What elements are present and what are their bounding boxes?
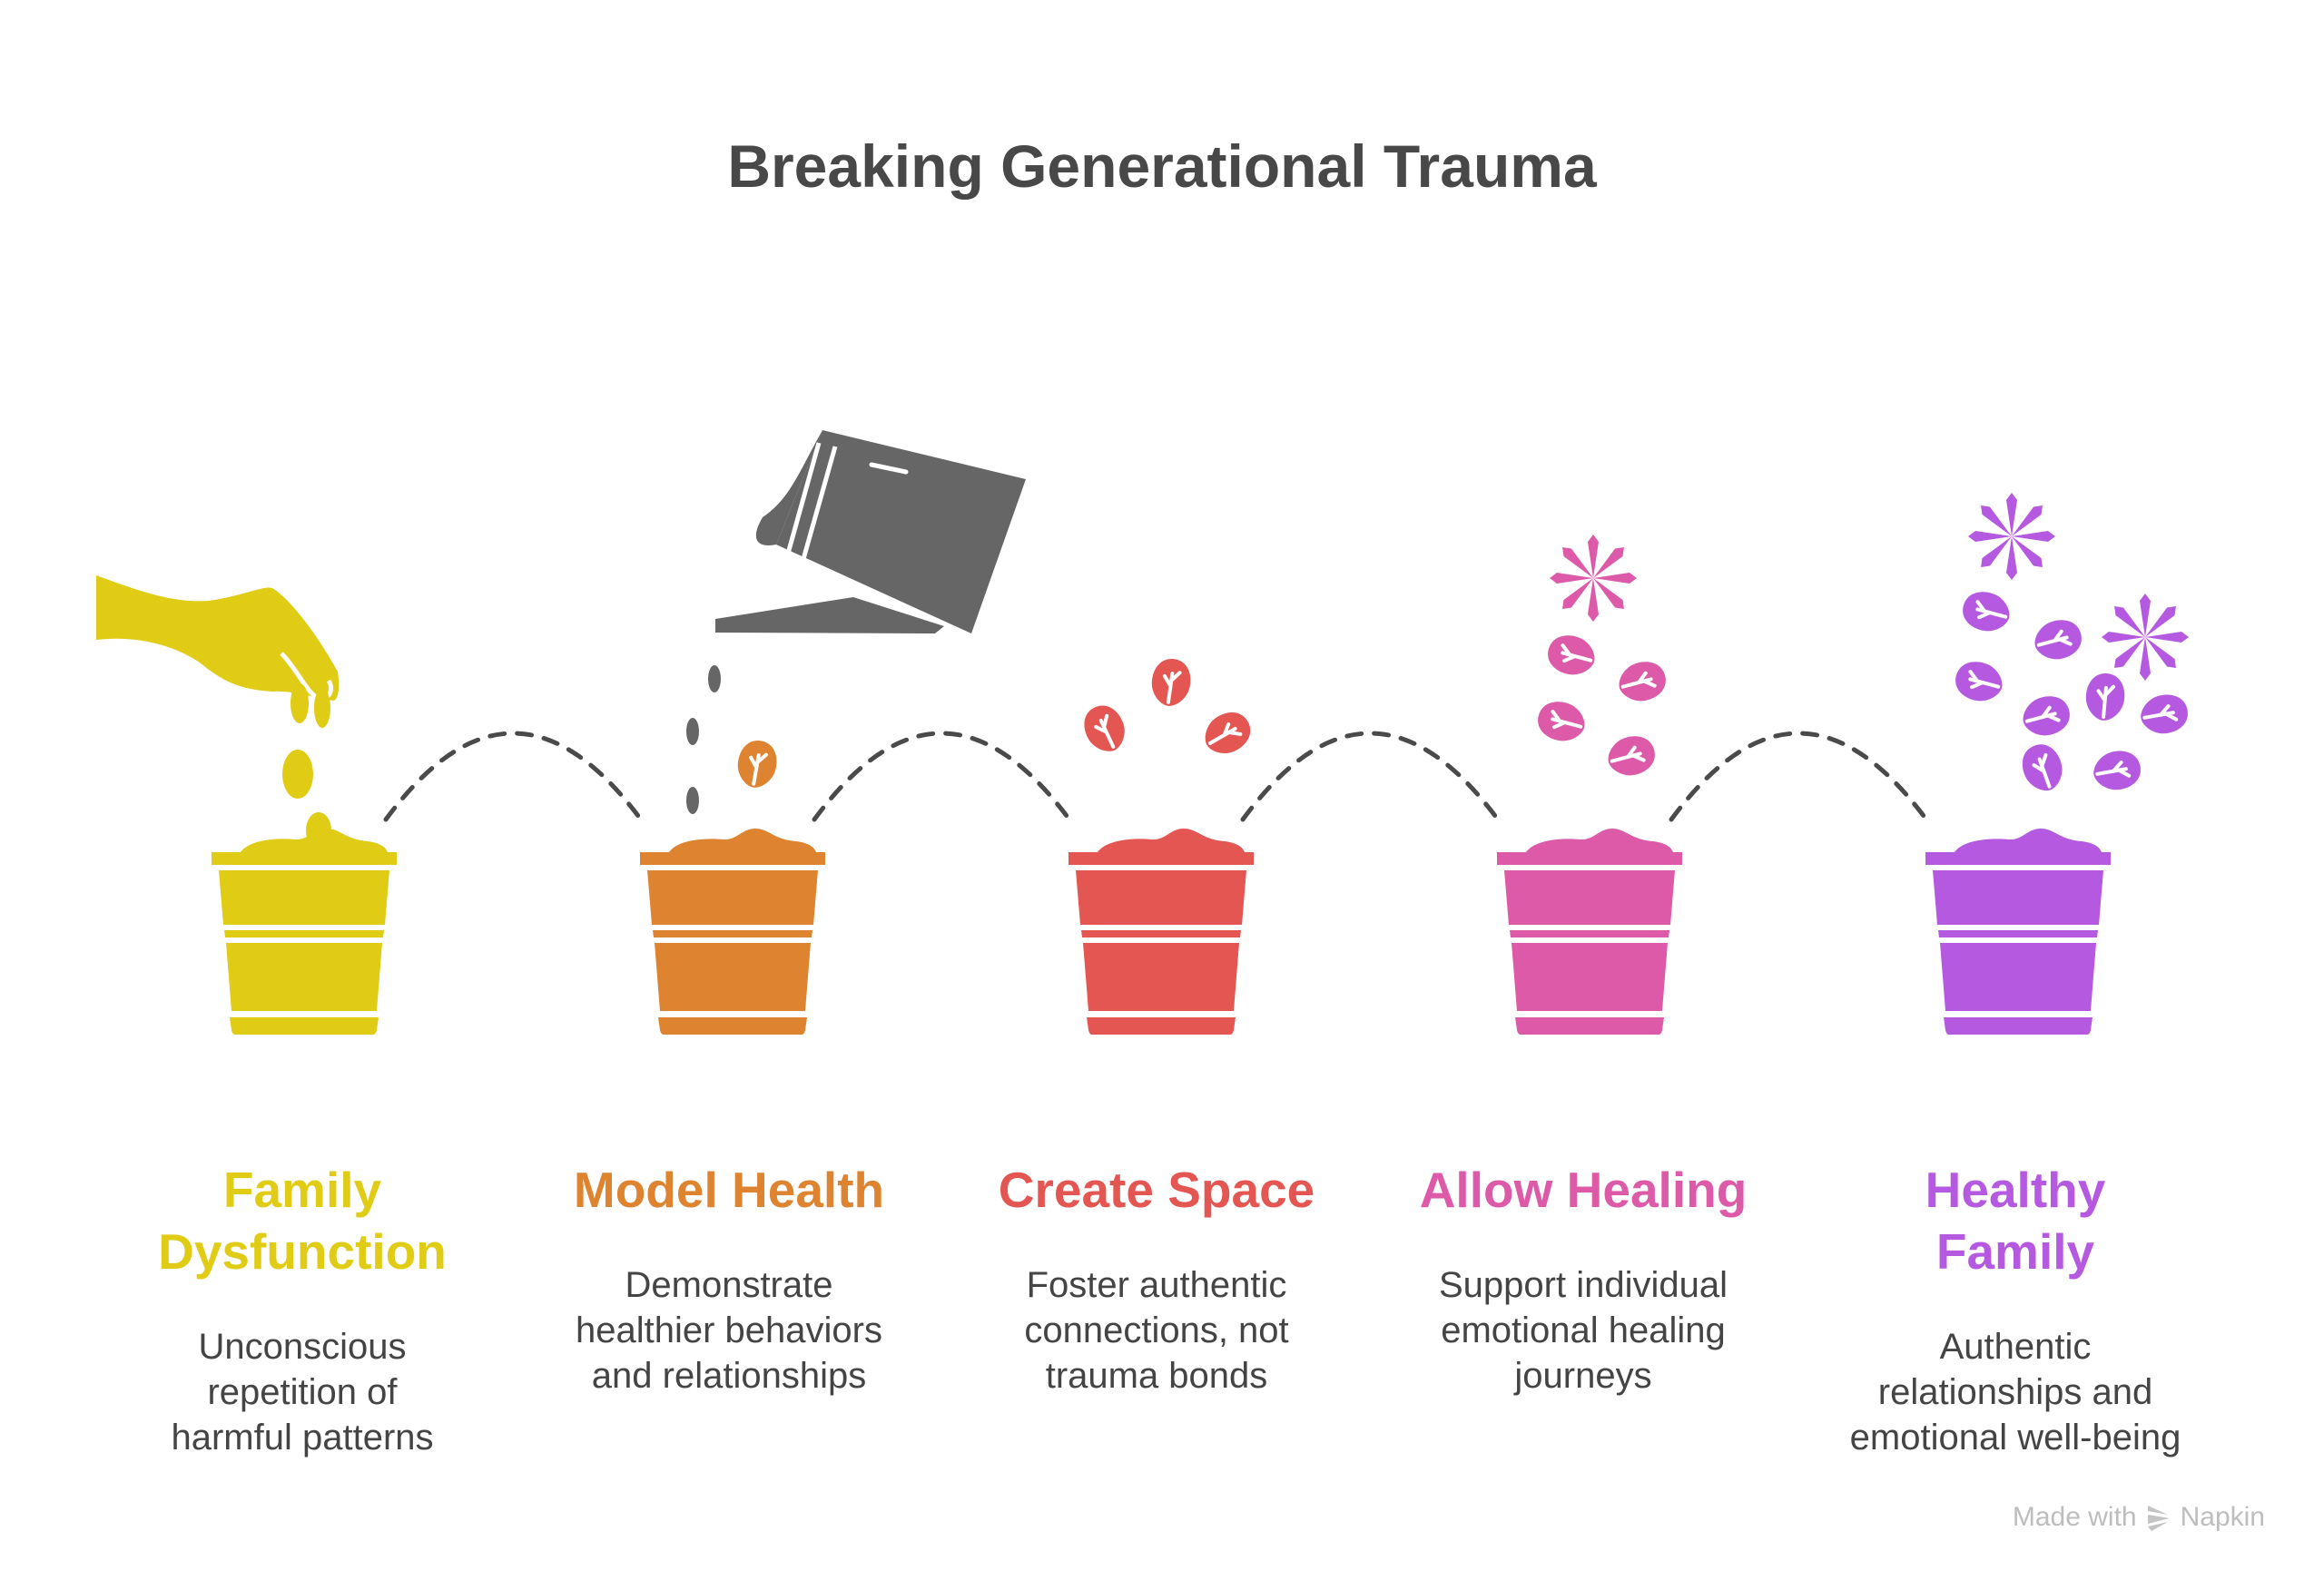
page-title: Breaking Generational Trauma: [727, 132, 1597, 200]
leaf-icon: [1958, 586, 2014, 637]
connector-arc-2: [812, 731, 1072, 822]
leaf-icon: [1196, 704, 1258, 762]
stage-label: Healthy Family: [1816, 1159, 2215, 1282]
watering-can-icon: [715, 430, 1026, 633]
leaf-icon: [1148, 656, 1194, 709]
made-with-napkin-badge[interactable]: Made with Napkin: [2013, 1502, 2265, 1533]
stage-label-line: Create Space: [998, 1162, 1315, 1218]
water-drop-icon: [708, 665, 721, 692]
leaf-icon: [2137, 691, 2191, 738]
seed-icon: [306, 812, 331, 849]
stage-description: Unconscious repetition of harmful patter…: [171, 1327, 434, 1458]
leaf-icon: [2018, 691, 2074, 741]
pot-icon-orange: [640, 829, 825, 1035]
leaf-icon: [2030, 614, 2086, 665]
stage-healthy-family: Healthy Family Authentic relationships a…: [1816, 1159, 2215, 1460]
water-drop-icon: [686, 787, 699, 814]
stage-description: Support individual emotional healing jou…: [1439, 1265, 1728, 1396]
pot-icon-pink: [1497, 829, 1682, 1035]
leaf-icon: [2016, 739, 2069, 797]
stage-label-line: Dysfunction: [158, 1223, 447, 1280]
flower-icon: [1550, 535, 1637, 622]
seed-icon: [282, 750, 313, 799]
leaf-icon: [1077, 699, 1133, 759]
stage-label: Allow Healing: [1384, 1159, 1783, 1221]
connector-arc-4: [1669, 731, 1929, 822]
napkin-logo-icon: [2147, 1506, 2170, 1531]
pot-icon-yellow: [212, 829, 397, 1035]
flower-icon: [1968, 493, 2055, 580]
leaf-icon: [1533, 696, 1590, 747]
pot-icon-red: [1068, 829, 1254, 1035]
flower-icon: [2102, 594, 2189, 681]
stage-model-health: Model Health Demonstrate healthier behav…: [529, 1159, 929, 1399]
stage-label-line: Family: [1935, 1223, 2095, 1280]
stage-allow-healing: Allow Healing Support individual emotion…: [1384, 1159, 1783, 1399]
stage-label-line: Family: [222, 1162, 382, 1218]
stage-description: Authentic relationships and emotional we…: [1849, 1327, 2181, 1458]
stage-label-line: Healthy: [1925, 1162, 2106, 1218]
water-drop-icon: [686, 718, 699, 745]
stage-family-dysfunction: Family Dysfunction Unconscious repetitio…: [103, 1159, 502, 1460]
stage-description: Demonstrate healthier behaviors and rela…: [576, 1265, 882, 1396]
connector-arc-3: [1240, 731, 1501, 822]
leaf-icon: [1543, 630, 1600, 681]
leaf-icon: [2083, 672, 2127, 722]
made-with-text: Made with: [2012, 1502, 2137, 1532]
stage-label: Create Space: [957, 1159, 1356, 1221]
stage-description: Foster authentic connections, not trauma…: [1024, 1265, 1289, 1396]
leaf-icon: [1614, 656, 1670, 707]
hand-icon: [96, 575, 340, 728]
stage-label-line: Model Health: [573, 1162, 885, 1218]
leaf-icon: [734, 737, 781, 791]
connector-arc-1: [383, 731, 644, 822]
leaf-icon: [1951, 656, 2007, 707]
leaf-icon: [2090, 747, 2144, 794]
stage-label-line: Allow Healing: [1419, 1162, 1748, 1218]
pot-icon-purple: [1925, 829, 2111, 1035]
napkin-brand-text: Napkin: [2180, 1502, 2265, 1532]
stage-label: Family Dysfunction: [103, 1159, 502, 1282]
stage-create-space: Create Space Foster authentic connection…: [957, 1159, 1356, 1399]
leaf-icon: [1603, 731, 1659, 781]
stage-label: Model Health: [529, 1159, 929, 1221]
